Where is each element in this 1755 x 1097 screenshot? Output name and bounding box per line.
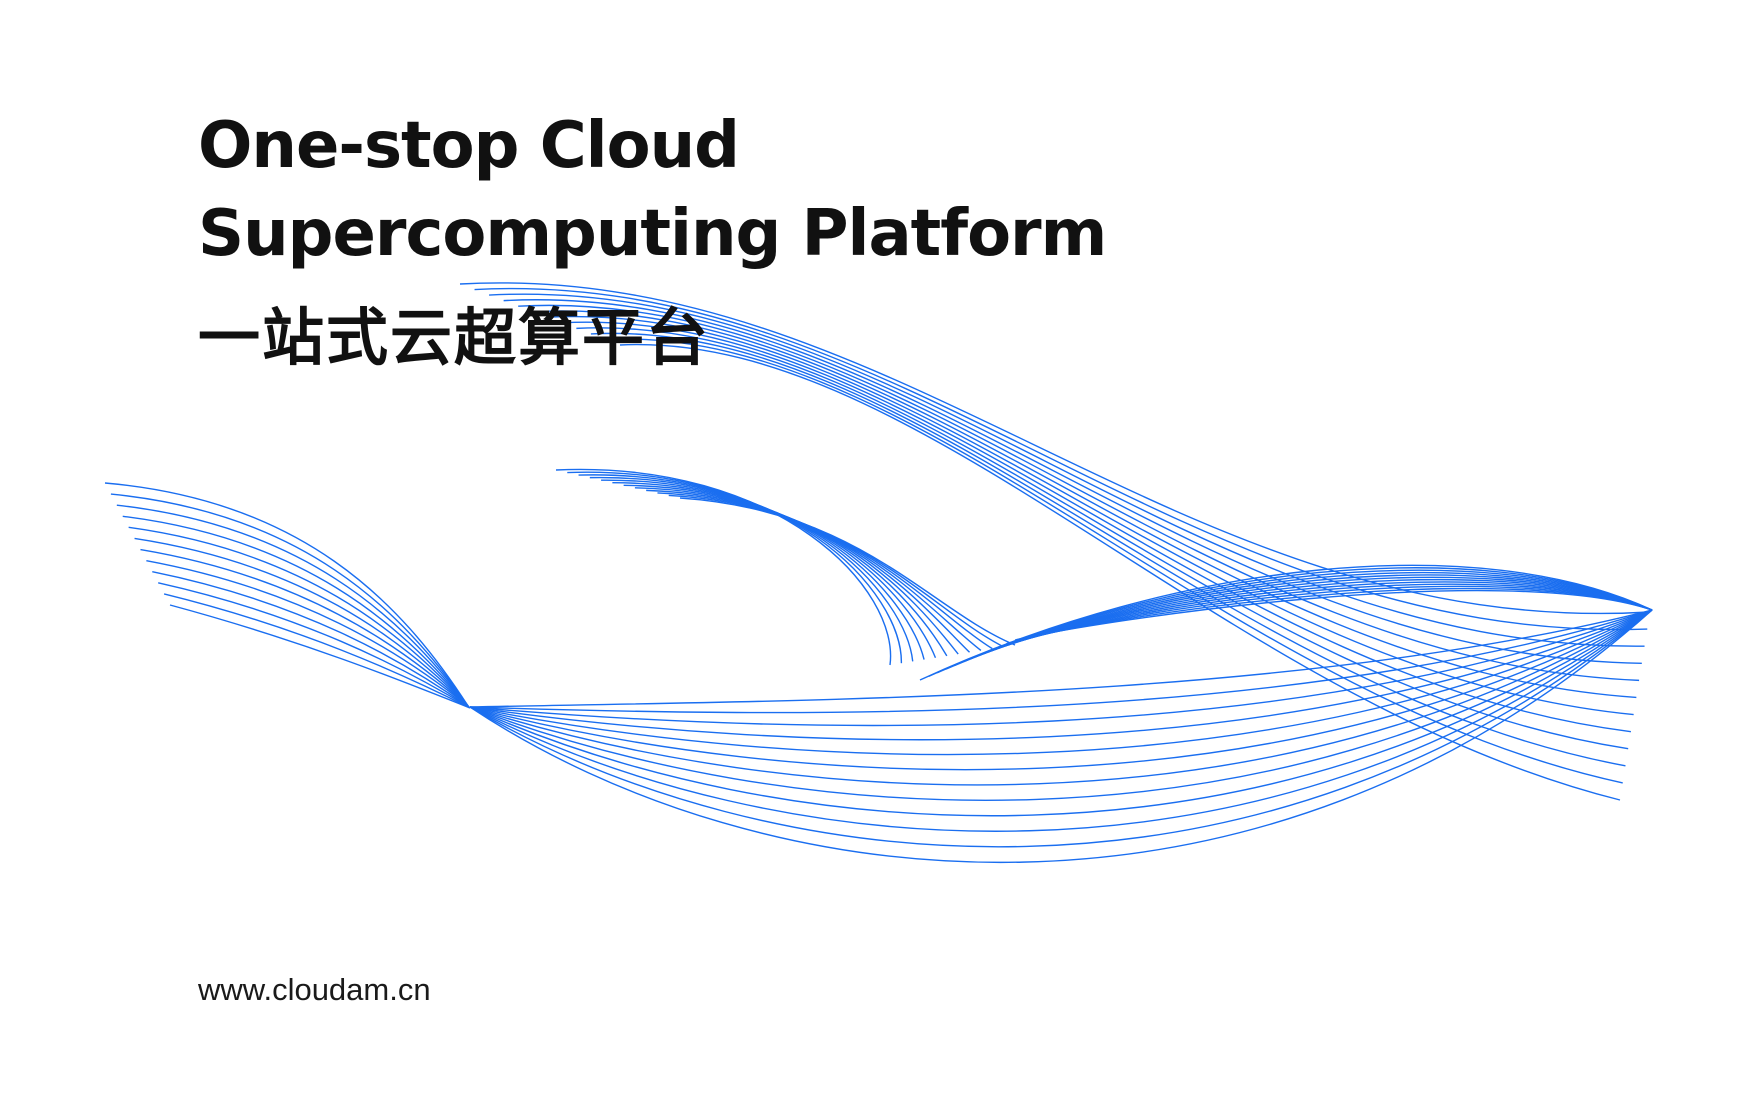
wave-top-line xyxy=(532,310,1637,699)
wave-lower-line xyxy=(469,609,1653,817)
wave-top-line xyxy=(547,315,1634,716)
wave-left-line xyxy=(152,571,470,709)
wave-top-line xyxy=(619,343,1621,801)
wave-left-line xyxy=(158,582,470,709)
wave-middle-line xyxy=(623,484,959,655)
wave-middle-line xyxy=(657,492,993,650)
wave-middle-line xyxy=(634,487,971,653)
wave-lower-line xyxy=(469,609,1653,756)
wave-left-line xyxy=(163,593,471,709)
wave-middle-line xyxy=(668,494,1004,648)
wave-left-line xyxy=(116,504,469,707)
wave-middle-line xyxy=(589,476,925,660)
wave-middle-line xyxy=(679,497,1016,646)
website-url: www.cloudam.cn xyxy=(198,972,431,1007)
page-title: One-stop Cloud Supercomputing Platform xyxy=(198,102,1107,278)
wave-lower-line xyxy=(469,609,1653,708)
wave-lower-line xyxy=(469,609,1653,727)
wave-lower-line xyxy=(469,609,1653,786)
wave-lower-line xyxy=(469,609,1653,714)
wave-lower-line xyxy=(469,609,1653,848)
wave-lower-line xyxy=(469,609,1653,801)
wave-upper-line xyxy=(1014,589,1653,641)
wave-left-line xyxy=(104,482,469,707)
wave-lower-line xyxy=(469,609,1653,832)
wave-lower-line xyxy=(469,609,1653,741)
wave-middle-line xyxy=(555,468,892,666)
wave-top-line xyxy=(576,327,1629,750)
wave-top-line xyxy=(503,299,1642,664)
wave-top-line xyxy=(489,293,1645,647)
page-title-chinese: 一站式云超算平台 xyxy=(198,301,711,374)
wave-top-line xyxy=(459,282,1651,615)
wave-top-line xyxy=(561,321,1631,733)
wave-top-line xyxy=(474,287,1648,631)
wave-top-line xyxy=(605,338,1623,784)
wave-middle-line xyxy=(567,471,903,664)
wave-middle-line xyxy=(612,482,948,657)
title-line-1: One-stop Cloud xyxy=(198,109,740,183)
wave-left-line xyxy=(128,526,470,708)
wave-middle-line xyxy=(646,489,982,652)
wave-left-line xyxy=(169,604,471,709)
wave-left-line xyxy=(122,515,470,707)
title-line-2: Supercomputing Platform xyxy=(198,197,1107,271)
wave-left-line xyxy=(110,493,469,707)
wave-middle-line xyxy=(578,474,914,662)
wave-middle-line xyxy=(601,479,937,658)
wave-top-line xyxy=(518,304,1640,682)
wave-left-line xyxy=(134,537,470,708)
wave-lower-line xyxy=(469,609,1653,863)
wave-left-line xyxy=(140,548,470,708)
wave-lower-line xyxy=(469,609,1653,771)
wave-top-line xyxy=(590,332,1626,767)
wave-left-line xyxy=(146,559,470,708)
